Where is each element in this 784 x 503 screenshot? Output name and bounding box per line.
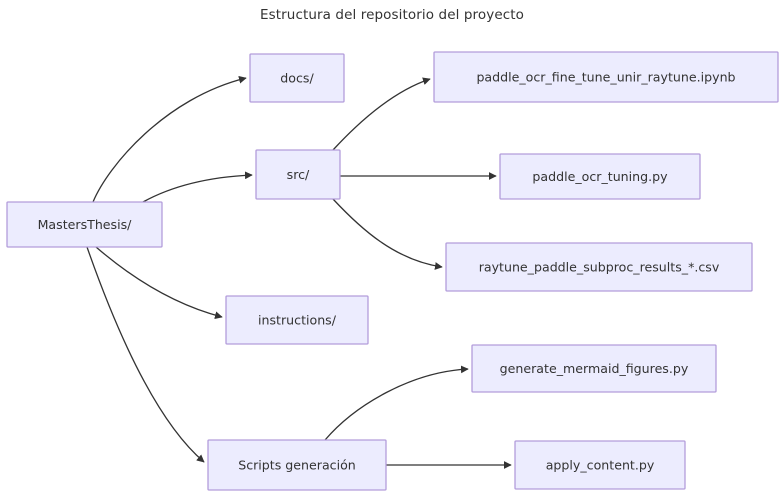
- node-ipynb[interactable]: paddle_ocr_fine_tune_unir_raytune.ipynb: [433, 51, 779, 103]
- edge-root-to-instructions: [95, 246, 223, 320]
- node-src[interactable]: src/: [255, 149, 341, 200]
- node-box-src[interactable]: [255, 149, 341, 200]
- node-box-apply[interactable]: [514, 440, 686, 490]
- node-label-csv: raytune_paddle_subproc_results_*.csv: [479, 260, 720, 275]
- node-box-mermaid[interactable]: [471, 344, 717, 393]
- node-csv[interactable]: raytune_paddle_subproc_results_*.csv: [445, 242, 753, 292]
- edge-root-to-scripts: [86, 246, 205, 463]
- node-tuning[interactable]: paddle_ocr_tuning.py: [499, 153, 701, 200]
- edge-src-to-csv: [332, 198, 443, 270]
- node-box-ipynb[interactable]: [433, 51, 779, 103]
- edge-scripts-to-mermaid: [324, 365, 469, 441]
- node-box-instructions[interactable]: [225, 295, 369, 345]
- node-box-scripts[interactable]: [207, 439, 387, 491]
- node-label-scripts: Scripts generación: [238, 458, 356, 473]
- node-label-instructions: instructions/: [258, 313, 337, 328]
- edge-src-to-ipynb: [332, 77, 431, 151]
- node-scripts[interactable]: Scripts generación: [207, 439, 387, 491]
- edge-root-to-src: [142, 171, 253, 203]
- node-apply[interactable]: apply_content.py: [514, 440, 686, 490]
- edges-layer: [86, 75, 512, 469]
- node-label-tuning: paddle_ocr_tuning.py: [532, 169, 668, 184]
- node-mermaid[interactable]: generate_mermaid_figures.py: [471, 344, 717, 393]
- node-box-tuning[interactable]: [499, 153, 701, 200]
- node-label-apply: apply_content.py: [546, 458, 655, 473]
- node-label-src: src/: [287, 167, 310, 182]
- node-box-docs[interactable]: [249, 53, 345, 103]
- page-title: Estructura del repositorio del proyecto: [259, 7, 524, 23]
- node-label-root: MastersThesis/: [38, 217, 133, 232]
- node-docs[interactable]: docs/: [249, 53, 345, 103]
- nodes-layer: MastersThesis/docs/src/instructions/Scri…: [6, 51, 779, 491]
- node-root[interactable]: MastersThesis/: [6, 201, 163, 248]
- node-label-docs: docs/: [280, 71, 314, 86]
- node-label-mermaid: generate_mermaid_figures.py: [500, 361, 689, 376]
- node-box-csv[interactable]: [445, 242, 753, 292]
- node-label-ipynb: paddle_ocr_fine_tune_unir_raytune.ipynb: [476, 70, 735, 85]
- node-box-root[interactable]: [6, 201, 163, 248]
- edge-root-to-docs: [92, 75, 247, 203]
- node-instructions[interactable]: instructions/: [225, 295, 369, 345]
